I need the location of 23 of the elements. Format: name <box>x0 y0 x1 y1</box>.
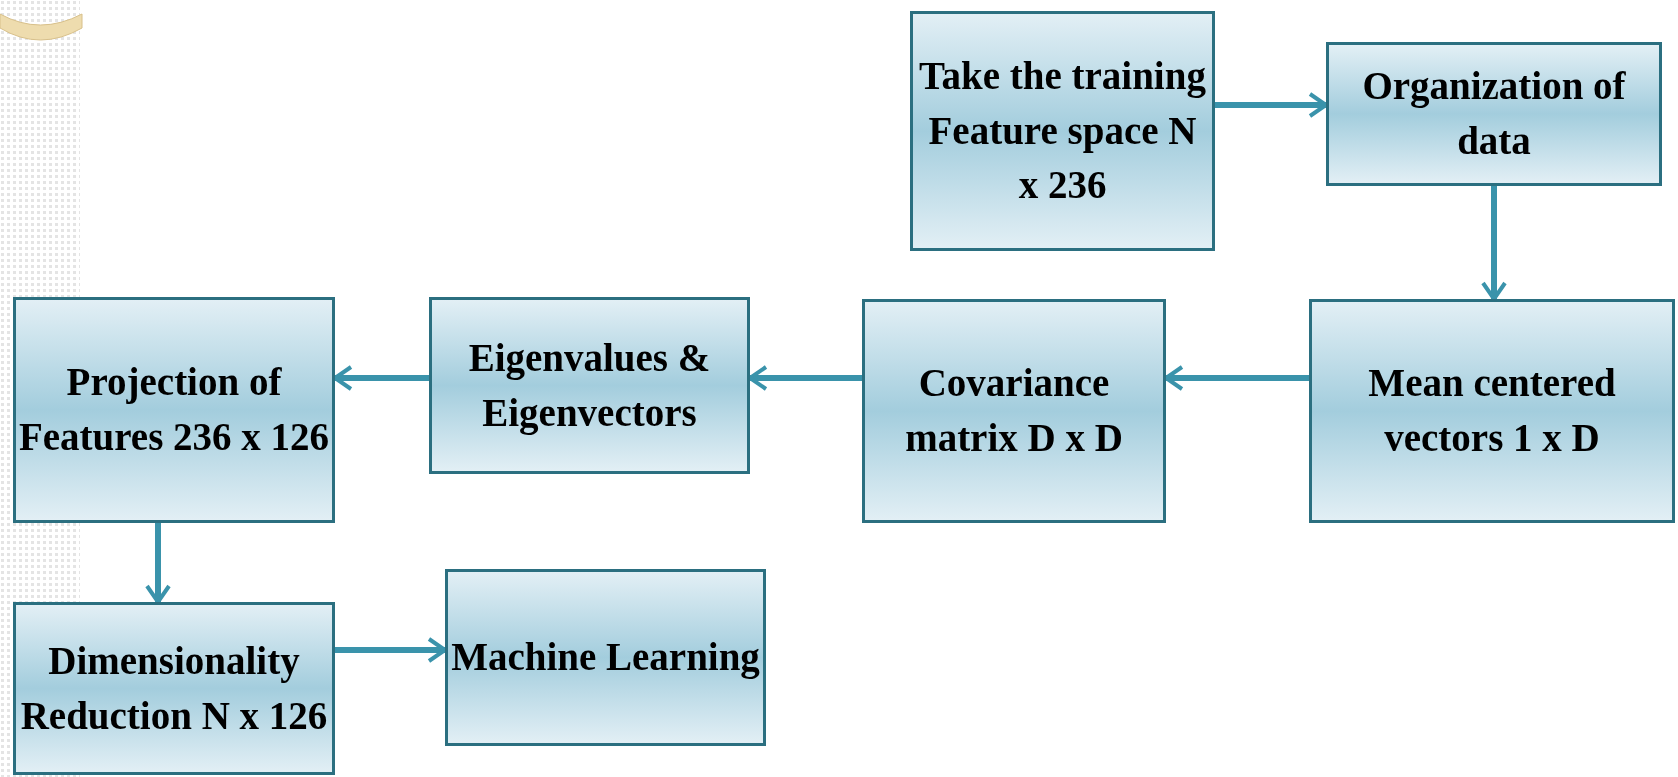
process-box <box>862 299 1166 523</box>
box-label: Organization of data <box>1361 63 1627 164</box>
box-label: Covariance matrix D x D <box>904 360 1124 461</box>
box-label: Machine Learning <box>450 634 761 681</box>
box-label: Mean centered vectors 1 x D <box>1367 360 1617 461</box>
process-box <box>1309 299 1675 523</box>
process-box <box>429 297 750 474</box>
process-box <box>13 602 335 775</box>
process-box <box>13 297 335 523</box>
arrow <box>1164 365 1309 391</box>
arrow <box>1215 92 1328 118</box>
process-box <box>445 569 766 746</box>
arrow <box>333 365 429 391</box>
arrow <box>335 637 447 663</box>
process-box <box>1326 42 1662 186</box>
process-box <box>910 11 1215 251</box>
box-label: Projection of Features 236 x 126 <box>17 359 331 460</box>
box-label: Take the training Feature space N x 236 <box>918 53 1207 209</box>
box-label: Eigenvalues & Eigenvectors <box>467 334 712 437</box>
arrow <box>748 365 862 391</box>
arrow <box>1481 186 1507 301</box>
arrow <box>145 523 171 604</box>
box-label: Dimensionality Reduction N x 126 <box>19 637 329 739</box>
